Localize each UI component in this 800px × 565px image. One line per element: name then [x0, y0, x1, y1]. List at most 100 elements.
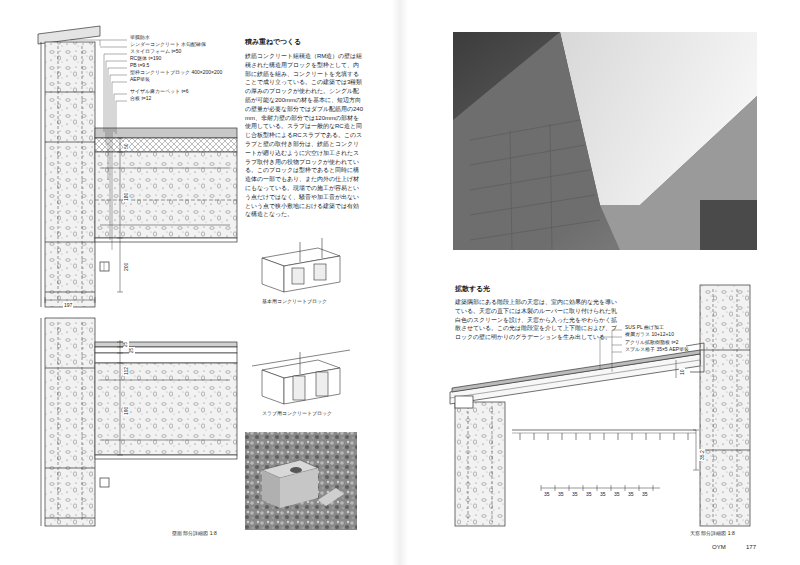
skylight-detail-part	[455, 402, 505, 526]
wall-detail-upper-part	[45, 42, 95, 307]
page-gutter-part	[392, 0, 408, 565]
slab-block-illustration-part	[262, 370, 284, 404]
wall-detail-upper-part	[45, 92, 95, 93]
skylight-detail-part	[713, 289, 714, 522]
skylight-photo-part	[453, 32, 600, 250]
wall-detail-lower-part	[45, 318, 95, 526]
dimension-number: 197	[63, 302, 73, 308]
callout-text: スプルス格子 35×5 AEP塗装	[625, 346, 689, 352]
callout-text: AEP塗装	[130, 76, 150, 82]
basic-block-illustration-part	[284, 256, 340, 292]
callout-text: 合板 t=12	[130, 95, 151, 101]
dimension-lines-part	[45, 300, 95, 301]
skylight-detail-part	[700, 450, 750, 451]
basic-block-illustration-part	[300, 242, 301, 262]
dimension-lines-part	[117, 342, 123, 455]
wall-detail-upper-part	[100, 168, 230, 225]
wall-detail-lower	[41, 318, 237, 526]
wall-detail-lower-part	[58, 322, 59, 522]
basic-block-illustration-part	[292, 268, 304, 284]
callout-text: RC躯体 t=190	[130, 55, 161, 61]
wall-detail-lower-part	[95, 342, 237, 347]
callout-text: 型枠コンクリートブロック 400×200×200	[130, 69, 222, 75]
wall-detail-upper-part	[104, 262, 105, 271]
skylight-photo-part-part	[470, 145, 585, 165]
basic-block-illustration	[262, 238, 340, 292]
skylight-photo-part	[453, 32, 757, 250]
dimension-number: 35	[613, 491, 621, 497]
drawing-caption: 天窓 部分詳細図 1:8	[690, 530, 735, 536]
figure-label: スラブ用コンクリートブロック	[262, 410, 332, 416]
leader-lines-part	[100, 47, 127, 48]
block-photo-part	[280, 468, 318, 508]
skylight-detail-part	[468, 406, 469, 522]
skylight-detail-part	[737, 289, 738, 522]
section-heading: 拡散する光	[455, 285, 490, 294]
wall-detail-upper-part	[41, 42, 42, 307]
wall-detail-lower-part	[82, 322, 83, 522]
skylight-detail-part	[455, 396, 473, 408]
callout-text: スタイロフォーム t=50	[130, 48, 181, 54]
basic-block-illustration-part	[322, 238, 323, 258]
wall-detail-upper-part	[45, 292, 95, 293]
louver-ticks	[520, 433, 688, 440]
dimension-number: 50	[123, 142, 129, 150]
basic-block-illustration-part	[262, 258, 284, 292]
callout-text: アクリル拡散樹脂板 t=2	[625, 339, 678, 345]
figure-label: 基本用コンクリートブロック	[262, 298, 327, 304]
slab-block-illustration-part	[252, 350, 350, 366]
wall-detail-upper-part	[95, 238, 237, 242]
skylight-detail-part	[700, 285, 750, 526]
slab-block-illustration-part	[293, 376, 305, 400]
dimension-number: 35	[571, 491, 579, 497]
leader-lines-part	[108, 68, 127, 69]
page-gutter	[392, 0, 408, 565]
leader-lines-part	[70, 40, 127, 41]
louver-ticks-part	[520, 433, 688, 440]
basic-block-illustration-part	[314, 264, 326, 280]
wall-detail-upper	[38, 26, 237, 307]
callout-text: サイザル麻カーペット t=6	[130, 88, 188, 94]
running-header: OYM	[712, 544, 726, 551]
dimension-lines-part	[676, 360, 677, 378]
dimension-lines-part	[120, 138, 121, 292]
body-text: 建築隅部にある階段上部の天窓は、室内に効果的な光を導いている。天窓の直下には木製…	[455, 298, 618, 342]
dimension-number: 35	[599, 491, 607, 497]
dimension-lines-part	[541, 488, 660, 489]
dimension-number: 35	[585, 491, 593, 497]
wall-detail-lower-part	[45, 368, 95, 369]
slab-block-illustration-part	[316, 372, 328, 396]
callout-text: PB t=9.5	[130, 62, 149, 68]
wall-detail-upper-part	[95, 138, 237, 152]
wall-detail-lower-part	[100, 478, 109, 487]
wall-detail-lower-part	[100, 380, 230, 440]
skylight-photo-part	[470, 120, 600, 250]
skylight-detail-part	[452, 350, 700, 392]
leader-lines-part	[116, 101, 127, 102]
dimension-lines-part	[696, 430, 697, 470]
block-photo-part	[318, 488, 344, 506]
wall-detail-upper-part	[38, 26, 100, 44]
dimension-lines	[541, 360, 699, 491]
leader-lines-part	[112, 82, 127, 83]
block-photo-part	[290, 467, 302, 473]
skylight-photo-part-part	[510, 130, 512, 250]
skylight-photo-part-part	[470, 170, 590, 190]
slab-block-illustration-part	[284, 368, 340, 404]
wall-detail-lower-part	[95, 363, 237, 455]
skylight-detail-part	[512, 430, 696, 431]
slab-block-illustration-part	[300, 352, 301, 374]
section-heading: 積み重ねでつくる	[245, 38, 301, 47]
leader-lines-part	[110, 75, 127, 76]
skylight-detail-part	[492, 406, 493, 522]
slab-block-illustration	[252, 350, 350, 404]
wall-detail-upper-part	[82, 46, 83, 303]
skylight-photo-part	[600, 96, 757, 250]
dimension-number: 10	[679, 368, 685, 376]
leader-lines-part	[100, 40, 116, 250]
callout-text: 複層ガラス 10+12+10	[625, 331, 674, 337]
skylight-photo-part-part	[470, 195, 595, 215]
dimension-number: 190	[123, 406, 129, 416]
